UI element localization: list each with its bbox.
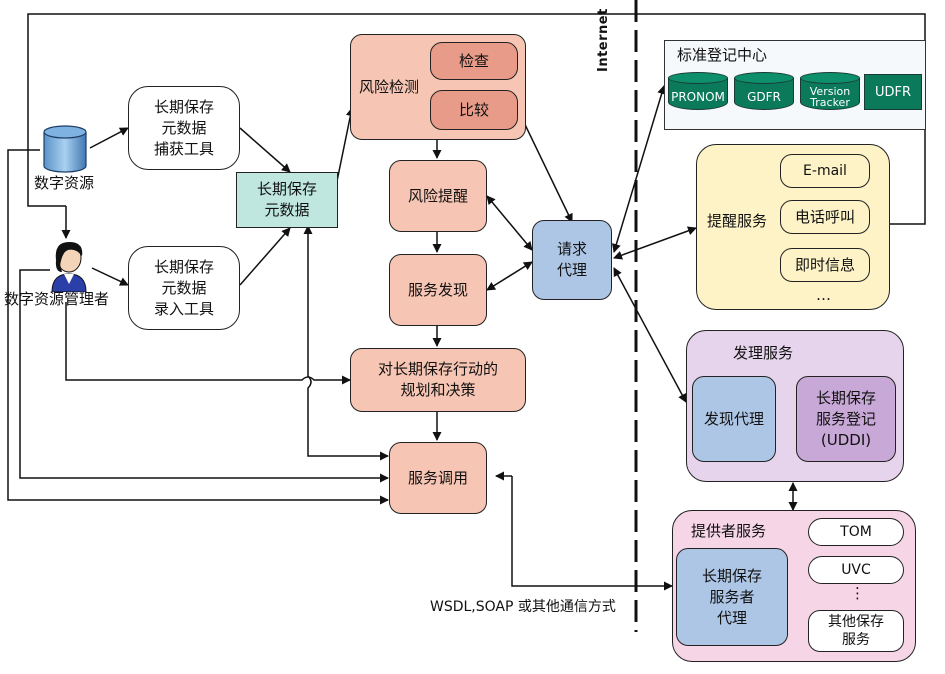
manager-label: 数字资源管理者 <box>4 290 110 308</box>
alert-more: … <box>816 286 831 304</box>
database-icon <box>42 124 88 174</box>
alert-email-item: E-mail <box>780 154 870 188</box>
entry-tool-box: 长期保存 元数据 录入工具 <box>128 246 240 330</box>
internet-label: Internet <box>596 8 611 72</box>
uddi-registry-box: 长期保存 服务登记 (UDDI) <box>796 376 896 462</box>
version-tracker-line1: Version <box>809 85 851 98</box>
pronom-disk-icon: PRONOM <box>668 72 728 112</box>
request-proxy-box: 请求 代理 <box>532 220 612 300</box>
udfr-box: UDFR <box>864 74 922 110</box>
alert-phone-item: 电话呼叫 <box>780 200 870 234</box>
capture-tool-box: 长期保存 元数据 捕获工具 <box>128 86 240 170</box>
alert-im-item: 即时信息 <box>780 248 870 282</box>
compare-box: 比较 <box>430 90 518 130</box>
provider-items-ellipsis: ⋮ <box>850 584 865 602</box>
communication-label: WSDL,SOAP 或其他通信方式 <box>430 599 616 615</box>
risk-detection-label: 风险检测 <box>359 78 420 96</box>
planning-box: 对长期保存行动的 规划和决策 <box>350 348 526 412</box>
alert-service-title: 提醒服务 <box>707 212 768 230</box>
version-tracker-line2: Tracker <box>810 96 850 109</box>
provider-service-title: 提供者服务 <box>691 522 767 540</box>
provider-proxy-box: 长期保存 服务者 代理 <box>676 548 788 646</box>
risk-alert-box: 风险提醒 <box>389 160 487 232</box>
person-icon <box>46 236 92 293</box>
discovery-service-title: 发理服务 <box>733 344 794 362</box>
metadata-box: 长期保存 元数据 <box>236 172 338 228</box>
uvc-item: UVC <box>808 556 904 584</box>
registry-title: 标准登记中心 <box>677 46 768 64</box>
version-tracker-disk-icon: Version Tracker <box>800 72 860 112</box>
discovery-proxy-box: 发现代理 <box>692 376 776 462</box>
digital-resource-label: 数字资源 <box>34 174 95 192</box>
other-services-box: 其他保存 服务 <box>808 610 904 652</box>
gdfr-disk-icon: GDFR <box>734 72 794 112</box>
service-discovery-box: 服务发现 <box>389 254 487 326</box>
check-box: 检查 <box>430 42 518 80</box>
tom-item: TOM <box>808 518 904 546</box>
service-invoke-box: 服务调用 <box>389 442 487 514</box>
feedback-loop-line <box>27 13 926 225</box>
